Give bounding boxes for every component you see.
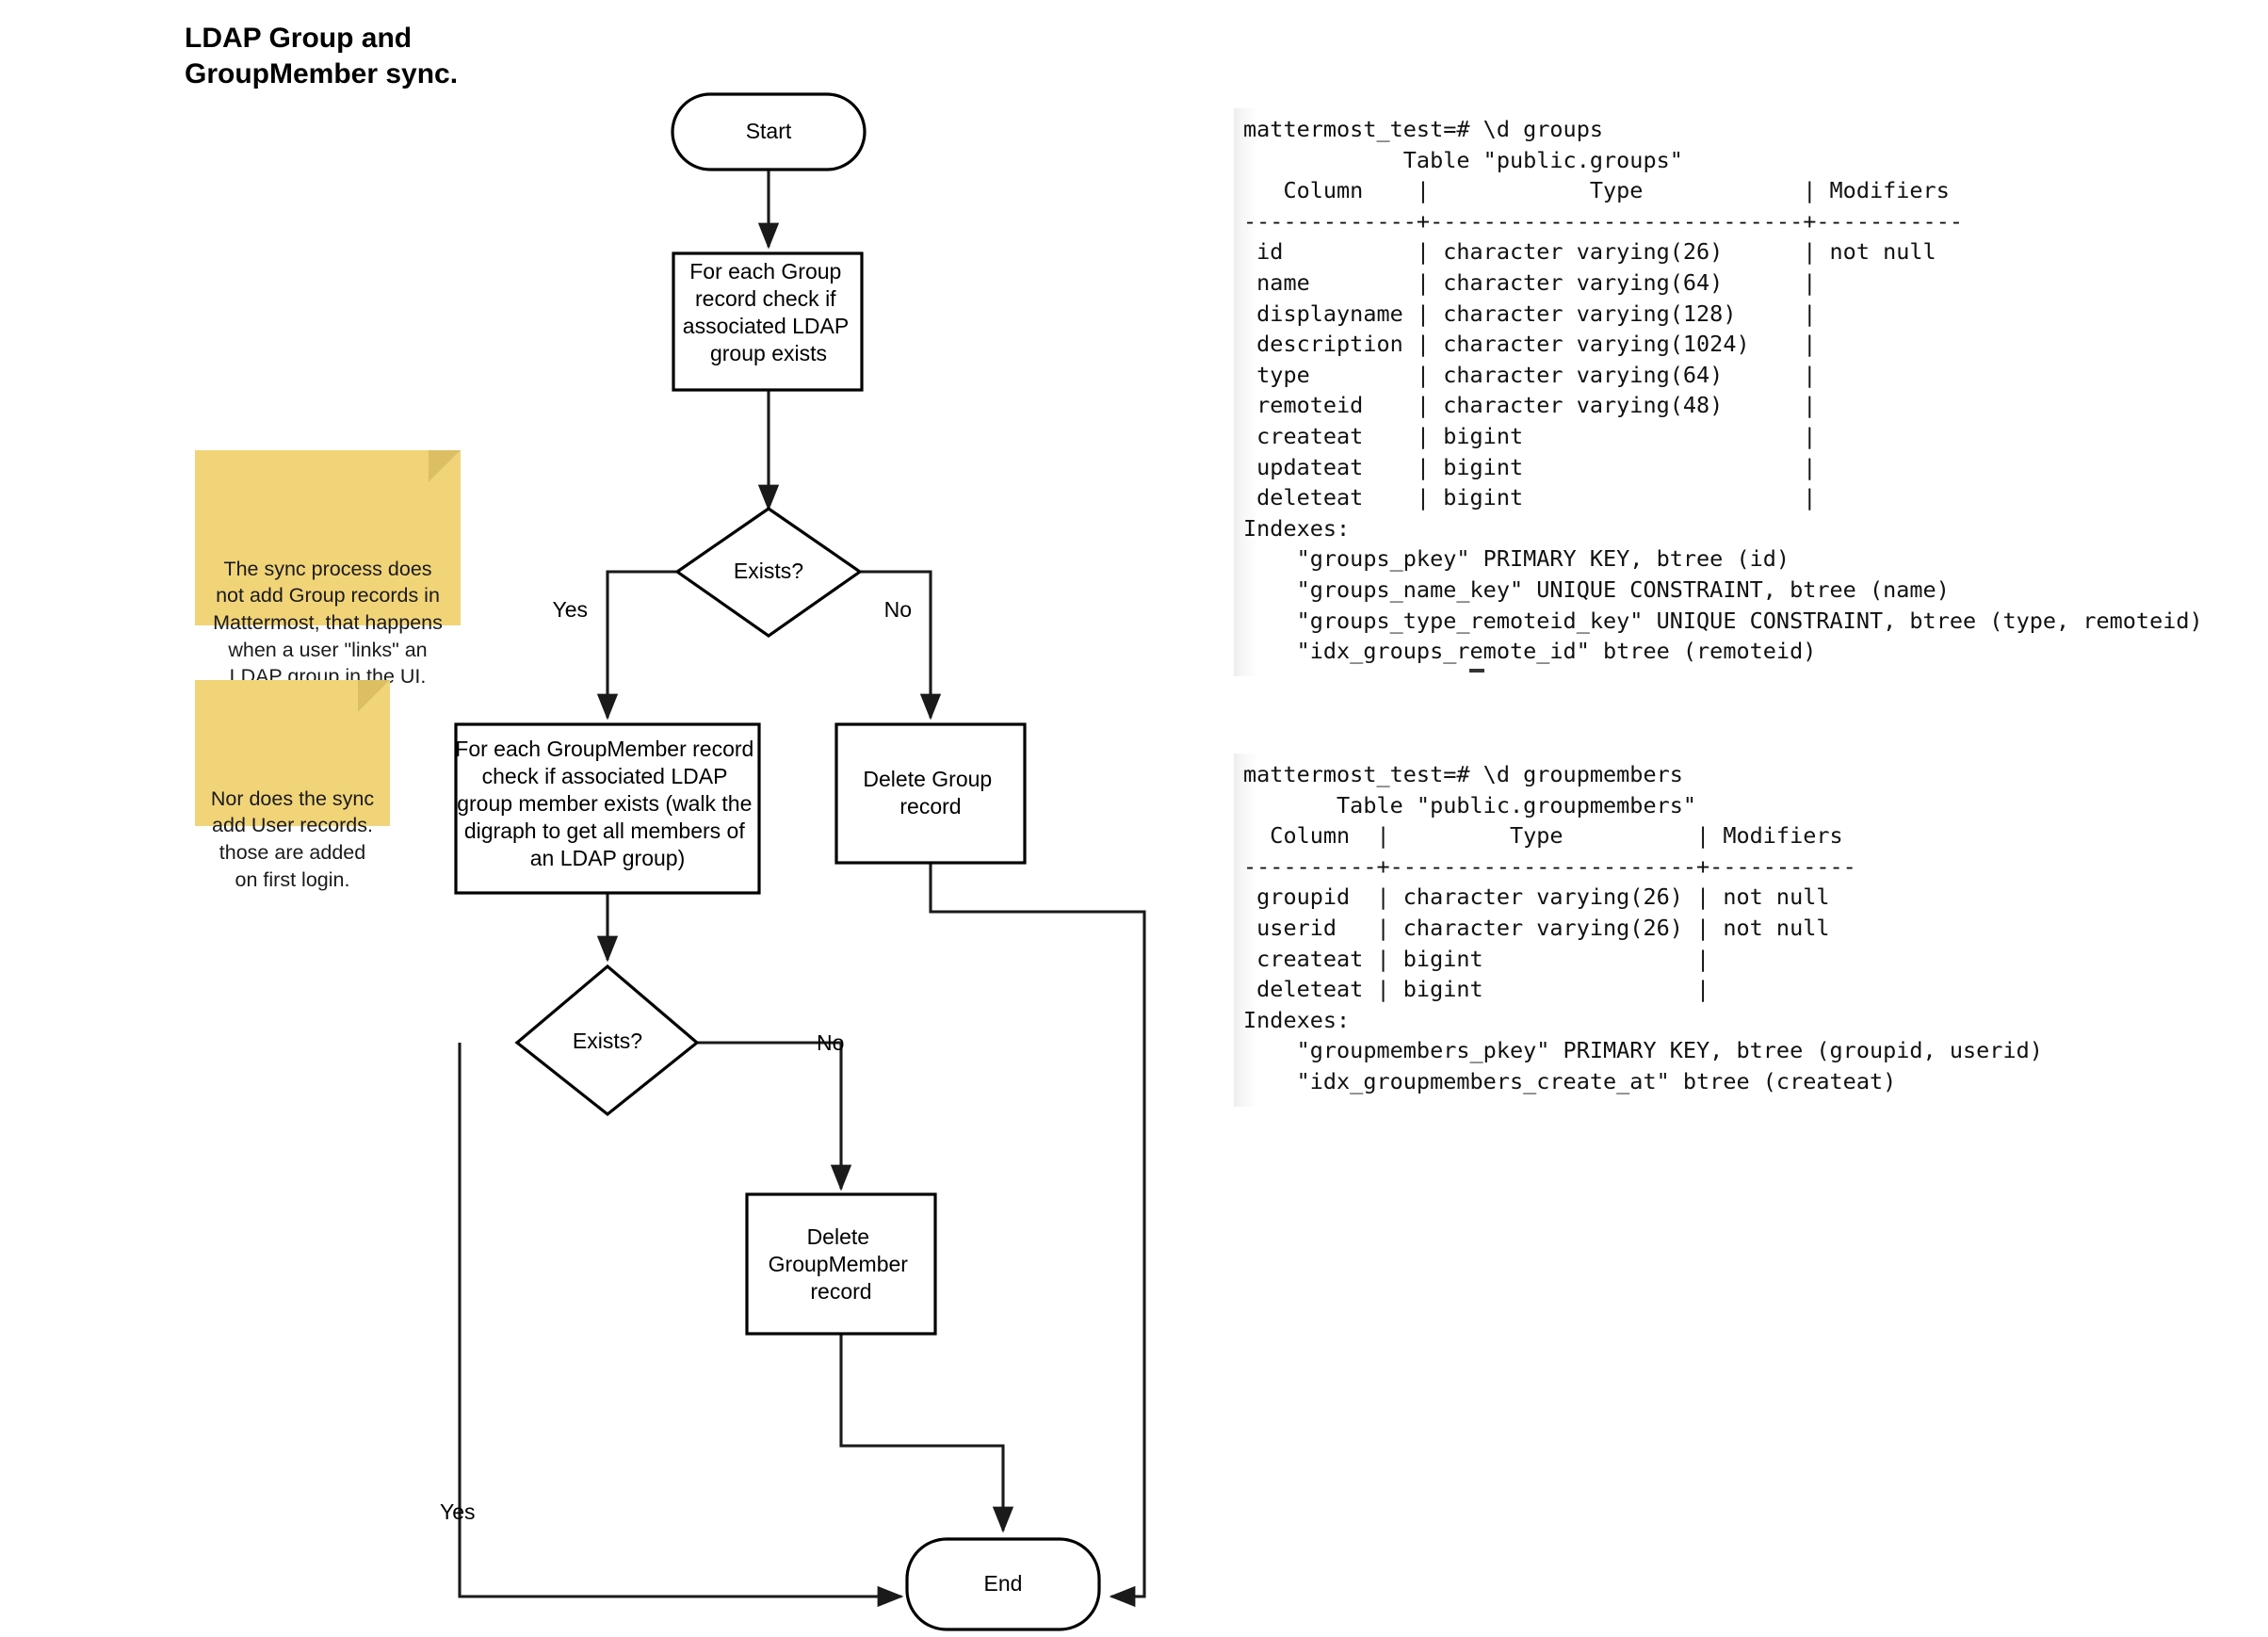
flowchart-canvas: Yes No No Yes Start For each Group recor… xyxy=(440,92,1146,1631)
edge-exists2-no xyxy=(697,1041,852,1191)
edge-delete-groupmember-to-end xyxy=(839,1334,1014,1533)
node-exists-2-label: Exists? xyxy=(573,1029,642,1053)
terminal-output-groups: mattermost_test=# \d groups Table "publi… xyxy=(1234,108,2203,676)
edge-delete-group-to-end xyxy=(929,863,1146,1608)
edge-label-no-2: No xyxy=(817,1030,844,1055)
edge-exists1-yes xyxy=(596,570,677,721)
node-start[interactable]: Start xyxy=(671,92,867,171)
edge-exists2-yes xyxy=(458,1043,904,1608)
node-end-label: End xyxy=(984,1571,1023,1596)
sticky-note-1-text: The sync process does not add Group reco… xyxy=(213,557,443,689)
note-fold-shade-icon xyxy=(429,450,461,482)
sticky-note-sync-user: Nor does the sync add User records. thos… xyxy=(195,680,390,891)
node-check-group-record[interactable]: For each Group record check if associate… xyxy=(672,251,864,392)
edge-label-no-1: No xyxy=(884,597,912,622)
node-delete-groupmember-label: Delete GroupMember record xyxy=(769,1224,915,1304)
node-exists-decision-2[interactable]: Exists? xyxy=(514,964,700,1117)
node-exists-1-label: Exists? xyxy=(734,559,803,583)
terminal-cursor-icon xyxy=(1469,669,1484,673)
node-delete-group-label: Delete Group record xyxy=(863,767,997,818)
note-fold-shade-icon xyxy=(358,680,390,712)
node-end[interactable]: End xyxy=(905,1537,1101,1631)
node-check-groupmember-label: For each GroupMember record check if ass… xyxy=(455,737,759,870)
node-delete-group-record[interactable]: Delete Group record xyxy=(834,722,1027,865)
edge-label-yes-2: Yes xyxy=(440,1499,476,1524)
node-start-label: Start xyxy=(746,119,792,143)
page-title: LDAP Group and GroupMember sync. xyxy=(185,23,459,90)
node-exists-decision-1[interactable]: Exists? xyxy=(674,507,863,638)
sticky-note-2-text: Nor does the sync add User records. thos… xyxy=(210,786,375,891)
node-check-groupmember-record[interactable]: For each GroupMember record check if ass… xyxy=(454,722,761,895)
node-delete-groupmember-record[interactable]: Delete GroupMember record xyxy=(745,1192,937,1336)
sticky-note-sync-group: The sync process does not add Group reco… xyxy=(195,450,461,688)
edge-label-yes-1: Yes xyxy=(552,597,588,622)
edge-exists1-no xyxy=(860,570,942,721)
terminal-output-groupmembers: mattermost_test=# \d groupmembers Table … xyxy=(1234,754,2043,1107)
node-check-group-label: For each Group record check if associate… xyxy=(683,259,854,365)
